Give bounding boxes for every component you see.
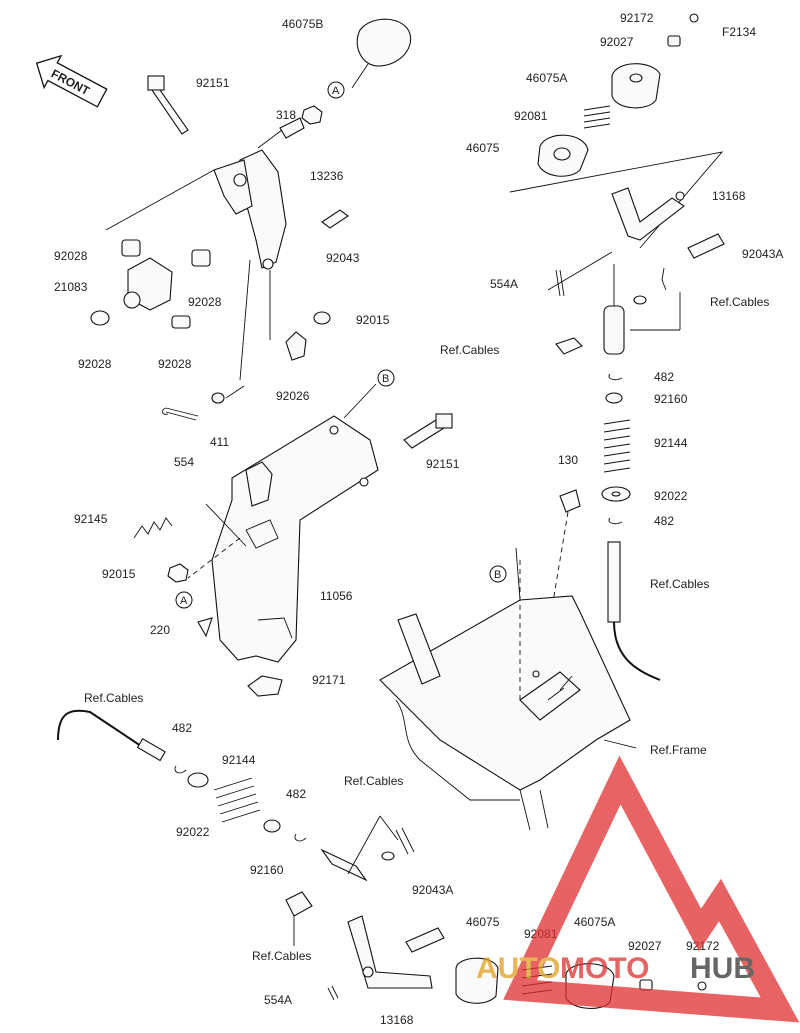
label-refcables-r3: Ref.Cables (650, 577, 709, 591)
label-refcables-b2: Ref.Cables (252, 949, 311, 963)
label-92160-r: 92160 (654, 392, 688, 406)
brake-pedal-assembly (90, 18, 412, 421)
label-92028-4: 92028 (158, 357, 192, 371)
callout-b-bottom: B (489, 565, 507, 583)
label-92028-2: 92028 (188, 295, 222, 309)
automotohub-logo: AUTO MOTO HUB (476, 755, 800, 1023)
label-92028-1: 92028 (54, 249, 88, 263)
label-21083: 21083 (54, 280, 88, 294)
label-92172-top: 92172 (620, 11, 654, 25)
label-482-r2: 482 (654, 514, 674, 528)
label-554A-b: 554A (264, 993, 292, 1007)
label-220: 220 (150, 623, 170, 637)
label-554A-top: 554A (490, 277, 518, 291)
label-refcables-b1: Ref.Cables (344, 774, 403, 788)
label-92043A-b: 92043A (412, 883, 453, 897)
label-46075A-top: 46075A (526, 71, 567, 85)
label-92015-mid: 92015 (102, 567, 136, 581)
label-92043A-top: 92043A (742, 247, 783, 261)
label-refcables-r2: Ref.Cables (440, 343, 499, 357)
label-482-l2: 482 (286, 787, 306, 801)
label-92027-b: 92027 (628, 939, 662, 953)
label-13236: 13236 (310, 169, 344, 183)
watermark-moto: MOTO (560, 952, 649, 985)
svg-text:A: A (332, 85, 340, 97)
label-92081-top: 92081 (514, 109, 548, 123)
label-refframe: Ref.Frame (650, 743, 707, 757)
watermark-auto: AUTO (476, 952, 560, 985)
figure-code: F2134 (722, 25, 756, 39)
label-482-r1: 482 (654, 370, 674, 384)
label-92171: 92171 (312, 673, 346, 687)
label-130: 130 (558, 453, 578, 467)
label-92043: 92043 (326, 251, 360, 265)
label-46075B: 46075B (282, 17, 323, 31)
svg-text:A: A (180, 595, 188, 607)
label-refcables-l: Ref.Cables (84, 691, 143, 705)
label-411: 411 (210, 435, 229, 449)
label-318: 318 (276, 108, 296, 122)
label-92015-top: 92015 (356, 313, 390, 327)
label-92144-r: 92144 (654, 436, 688, 450)
label-13168-b: 13168 (380, 1013, 414, 1027)
label-46075-top: 46075 (466, 141, 500, 155)
label-482-l1: 482 (172, 721, 192, 735)
front-arrow-icon: FRONT (35, 54, 108, 108)
svg-text:B: B (382, 373, 389, 385)
callout-a-bottom: A (175, 591, 193, 609)
label-refcables-r1: Ref.Cables (710, 295, 769, 309)
label-92151-mid: 92151 (426, 457, 460, 471)
label-92028-3: 92028 (78, 357, 112, 371)
label-46075A-b: 46075A (574, 915, 615, 929)
label-92144-l: 92144 (222, 753, 256, 767)
frame-assembly (379, 547, 637, 831)
label-92022-l: 92022 (176, 825, 210, 839)
right-lever-assembly (509, 13, 725, 681)
label-92160-l: 92160 (250, 863, 284, 877)
part-labels: 46075B 92151 318 13236 92028 21083 92028… (54, 11, 783, 1027)
svg-text:B: B (494, 569, 501, 581)
pedal-bracket-assembly (133, 383, 453, 697)
label-13168-top: 13168 (712, 189, 746, 203)
watermark-hub: HUB (690, 952, 755, 985)
callout-a-top: A (327, 81, 345, 99)
callout-b-top: B (377, 369, 395, 387)
label-92026: 92026 (276, 389, 310, 403)
label-92022-r: 92022 (654, 489, 688, 503)
label-92145: 92145 (74, 512, 108, 526)
label-46075-b: 46075 (466, 915, 500, 929)
label-92151-top: 92151 (196, 76, 230, 90)
label-11056: 11056 (320, 589, 353, 603)
label-554: 554 (174, 455, 194, 469)
label-92027-top: 92027 (600, 35, 634, 49)
